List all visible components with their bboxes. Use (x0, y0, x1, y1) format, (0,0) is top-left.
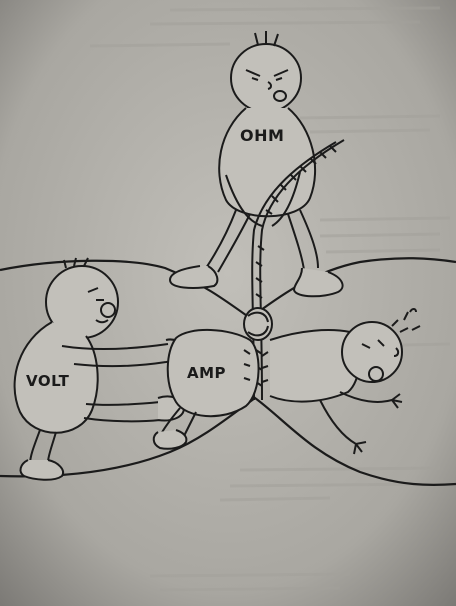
amp-character (152, 308, 421, 455)
volt-character (13, 257, 186, 481)
amp-label: AMP (187, 364, 227, 382)
rope (243, 139, 345, 401)
ohm-label: OHM (240, 126, 285, 145)
volt-label: VOLT (26, 372, 70, 390)
ohm-character (168, 31, 344, 298)
